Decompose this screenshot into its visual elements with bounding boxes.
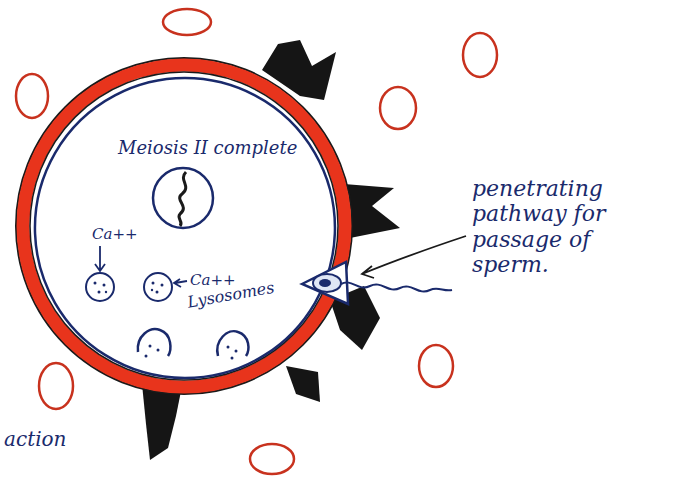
ion-label: Ca++ (92, 226, 138, 243)
caption-fragment: action (4, 428, 66, 451)
zona-outline (16, 58, 352, 394)
follicle-cells (16, 9, 497, 474)
calcium-arrow (174, 279, 187, 287)
stage-label: Meiosis II complete (118, 138, 297, 159)
chromosome (179, 172, 186, 226)
calcium-arrow (95, 246, 105, 271)
zona-inner-edge (30, 72, 338, 380)
plasma-membrane (35, 78, 335, 378)
exocytosis (138, 329, 249, 359)
leader-arrow (362, 236, 466, 278)
cortical-granules (86, 273, 172, 301)
zona-pellucida (23, 65, 345, 387)
callout-text: penetrating pathway for passage of sperm… (472, 176, 622, 277)
nucleus (153, 168, 213, 228)
